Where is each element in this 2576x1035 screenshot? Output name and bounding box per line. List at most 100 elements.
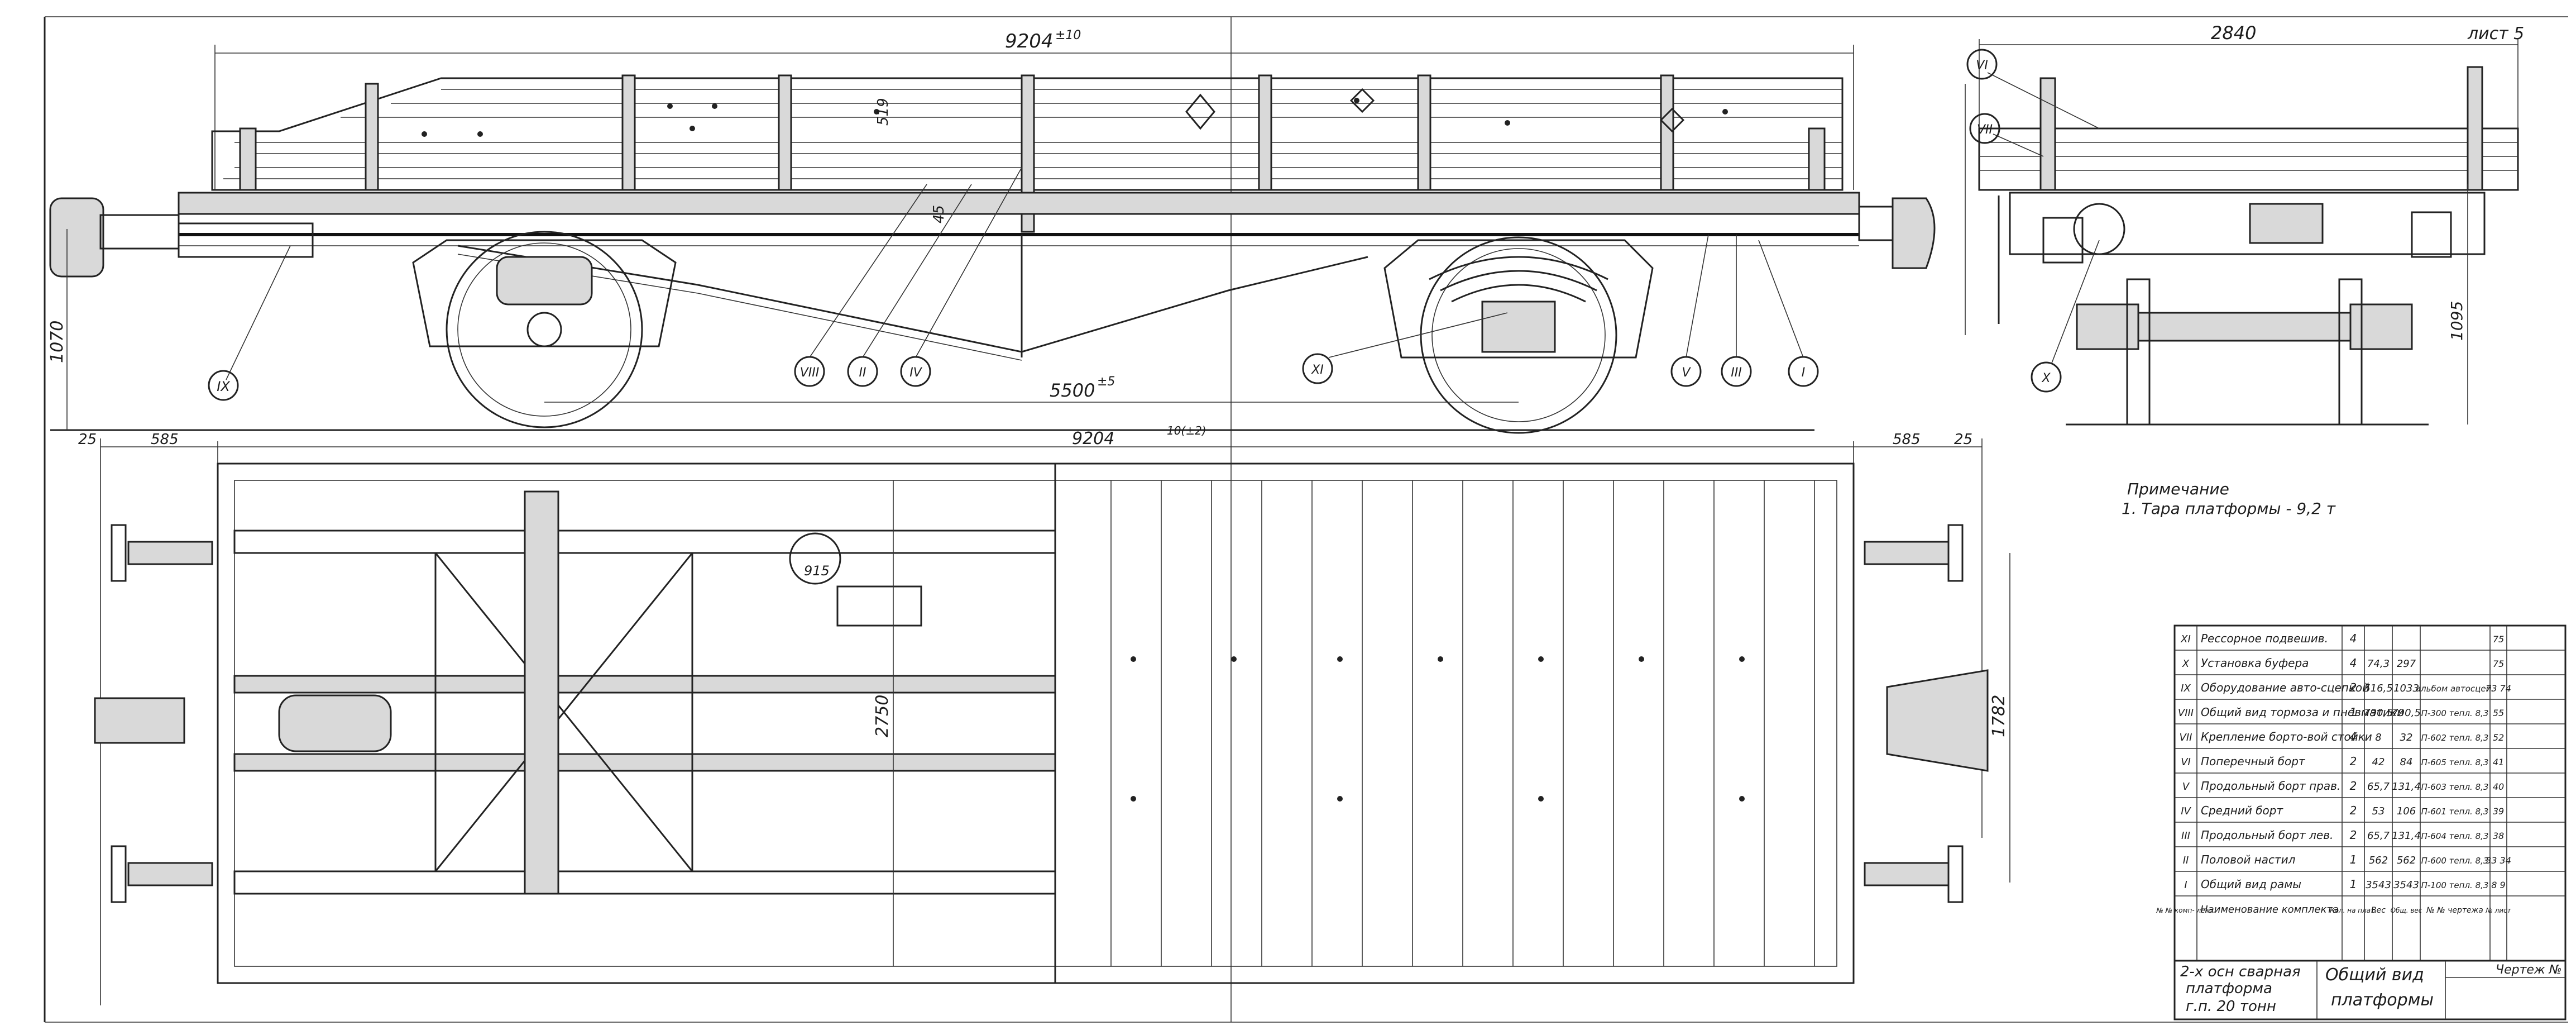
dim-inner-span: 1782	[1989, 695, 2009, 737]
callout-v: V	[1682, 366, 1691, 380]
note-title: Примечание	[2127, 480, 2229, 498]
bom-cell-no: II	[2183, 855, 2189, 866]
bom-cell-w1: 74,3	[2367, 658, 2390, 670]
dim-bolster: 915	[804, 563, 830, 579]
bom-cell-no: VII	[2180, 732, 2192, 743]
bom-cell-name: Общий вид тормоза и пневматики	[2201, 705, 2404, 719]
bom-cell-name: Поперечный борт	[2201, 755, 2306, 768]
bom-cell-sheet: 41	[2493, 757, 2504, 767]
bom-cell-qty: 2	[2350, 755, 2357, 768]
plan-buffers	[94, 524, 1989, 903]
dim-overall-tol: ±10	[1055, 28, 1081, 42]
dim-overall-length: 9204	[1005, 30, 1054, 53]
callout-x: X	[2041, 371, 2051, 385]
bom-rows: XI Рессорное подвешив. 4 75 X Установка буфер…	[2156, 632, 2565, 915]
dim-side-height: 519	[875, 98, 892, 126]
bom-cell-no: I	[2184, 879, 2187, 891]
bom-cell-no: XI	[2180, 633, 2191, 645]
bom-cell-name: Общий вид рамы	[2201, 877, 2301, 891]
bom-cell-w1: 3543	[2366, 879, 2391, 891]
callout-bubbles: IX VIII II IV XI V III I VI VII X	[208, 49, 2100, 401]
bom-cell-dwg: П-604 тепл. 8,3	[2421, 831, 2489, 841]
bom-cell-sheet: 52	[2493, 732, 2504, 743]
bom-cell-sheet: 8 9	[2491, 880, 2505, 890]
callout-i: I	[1802, 366, 1806, 380]
callout-ix: IX	[217, 379, 230, 394]
frame-members	[233, 490, 1056, 895]
bom-cell-no: V	[2182, 781, 2190, 793]
bom-cell-qty: 4	[2350, 656, 2357, 670]
bom-cell-w1: 8	[2375, 732, 2381, 743]
dim-end-height: 1095	[2448, 301, 2466, 341]
bom-cell-w1: 516,5	[2364, 683, 2393, 694]
bom-cell-dwg: П-300 тепл. 8,3	[2421, 708, 2489, 718]
title-drawing-line1: Общий вид	[2325, 965, 2424, 985]
bom-cell-sheet: 38	[2493, 831, 2504, 841]
callout-vii: VII	[1977, 123, 1993, 137]
bom-cell-name: Половой настил	[2201, 853, 2296, 866]
bom-header-qty: Кол. на плат.	[2330, 907, 2377, 914]
dim-edge-right: 25	[1954, 431, 1972, 448]
title-vehicle-line1: 2-х осн сварная	[2180, 964, 2301, 980]
side-elevation-view: 9204 ±10 519 45 1070 5500 ±5	[47, 28, 1966, 434]
title-vehicle-line2: платформа	[2186, 980, 2272, 997]
right-wheelset	[1383, 236, 1654, 434]
dim-plan-length: 9204	[1072, 429, 1114, 449]
floor-bolts	[1131, 656, 1745, 802]
bom-cell-no: VI	[2181, 756, 2191, 768]
dim-overhang-right: 585	[1893, 431, 1921, 448]
bom-cell-w2: 790,5	[2392, 707, 2421, 719]
bom-cell-qty: 2	[2350, 828, 2357, 842]
title-vehicle-line3: г.п. 20 тонн	[2186, 998, 2276, 1015]
bom-cell-name: Продольный борт лев.	[2201, 828, 2333, 842]
bom-cell-name: Продольный борт прав.	[2201, 779, 2340, 793]
dim-edge-left: 25	[78, 431, 97, 448]
bom-cell-w2: 3543	[2393, 879, 2419, 891]
bom-cell-w1: 53	[2372, 805, 2385, 817]
bom-cell-w2: 1033	[2393, 683, 2419, 694]
bom-cell-w1: 65,7	[2367, 830, 2390, 842]
rivet-marks	[422, 98, 1728, 137]
dim-plan-tol: 10(±2)	[1167, 424, 1206, 437]
bom-header-sheet: № лист	[2485, 907, 2511, 914]
bom-cell-w2: 562	[2397, 855, 2416, 866]
bom-cell-no: X	[2182, 658, 2190, 670]
bom-cell-qty: 2	[2350, 681, 2357, 694]
bom-cell-w2: 106	[2397, 805, 2416, 817]
bom-cell-sheet: 73 74	[2486, 683, 2511, 694]
bom-cell-dwg: альбом автосцеп.	[2416, 684, 2494, 694]
bom-cell-sheet: 75	[2493, 659, 2504, 669]
bom-header-w1: Вес	[2371, 906, 2386, 915]
bom-cell-dwg: П-601 тепл. 8,3	[2421, 807, 2489, 817]
bom-cell-w2: 131,4	[2392, 830, 2421, 842]
bom-cell-qty: 4	[2350, 730, 2357, 743]
bom-cell-w2: 131,4	[2392, 781, 2421, 793]
bom-cell-w2: 32	[2400, 732, 2413, 743]
bom-cell-w1: 562	[2369, 855, 2388, 866]
note-block: Примечание 1. Тара платформы - 9,2 т	[2122, 480, 2336, 518]
sheet-frame	[44, 16, 2568, 1023]
callout-xi: XI	[1311, 363, 1324, 377]
title-drawing-no: Чертеж №	[2496, 963, 2562, 977]
bom-cell-sheet: 55	[2493, 708, 2504, 718]
bom-cell-dwg: П-100 тепл. 8,3	[2421, 880, 2489, 890]
bom-cell-dwg: П-603 тепл. 8,3	[2421, 782, 2489, 792]
bom-cell-qty: 1	[2350, 705, 2357, 719]
coupler-left	[49, 197, 314, 278]
bom-cell-name: Установка буфера	[2201, 656, 2309, 670]
callout-iii: III	[1731, 366, 1741, 380]
dim-width: 2840	[2211, 22, 2256, 44]
bom-cell-name: Рессорное подвешив.	[2201, 632, 2328, 645]
title-drawing-line2: платформы	[2331, 990, 2434, 1010]
bom-cell-no: IX	[2181, 683, 2191, 694]
bom-cell-w2: 297	[2397, 658, 2416, 670]
bom-cell-qty: 4	[2350, 632, 2357, 645]
callout-viii: VIII	[800, 366, 820, 380]
dim-wheelbase-tol: ±5	[1097, 375, 1115, 389]
bom-header-dwg: № № чертежа	[2426, 906, 2483, 915]
dim-floor-offset: 45	[931, 205, 947, 223]
bom-cell-qty: 2	[2350, 779, 2357, 793]
sheet-label: лист 5	[2467, 24, 2524, 44]
dim-overhang-left: 585	[151, 431, 179, 448]
